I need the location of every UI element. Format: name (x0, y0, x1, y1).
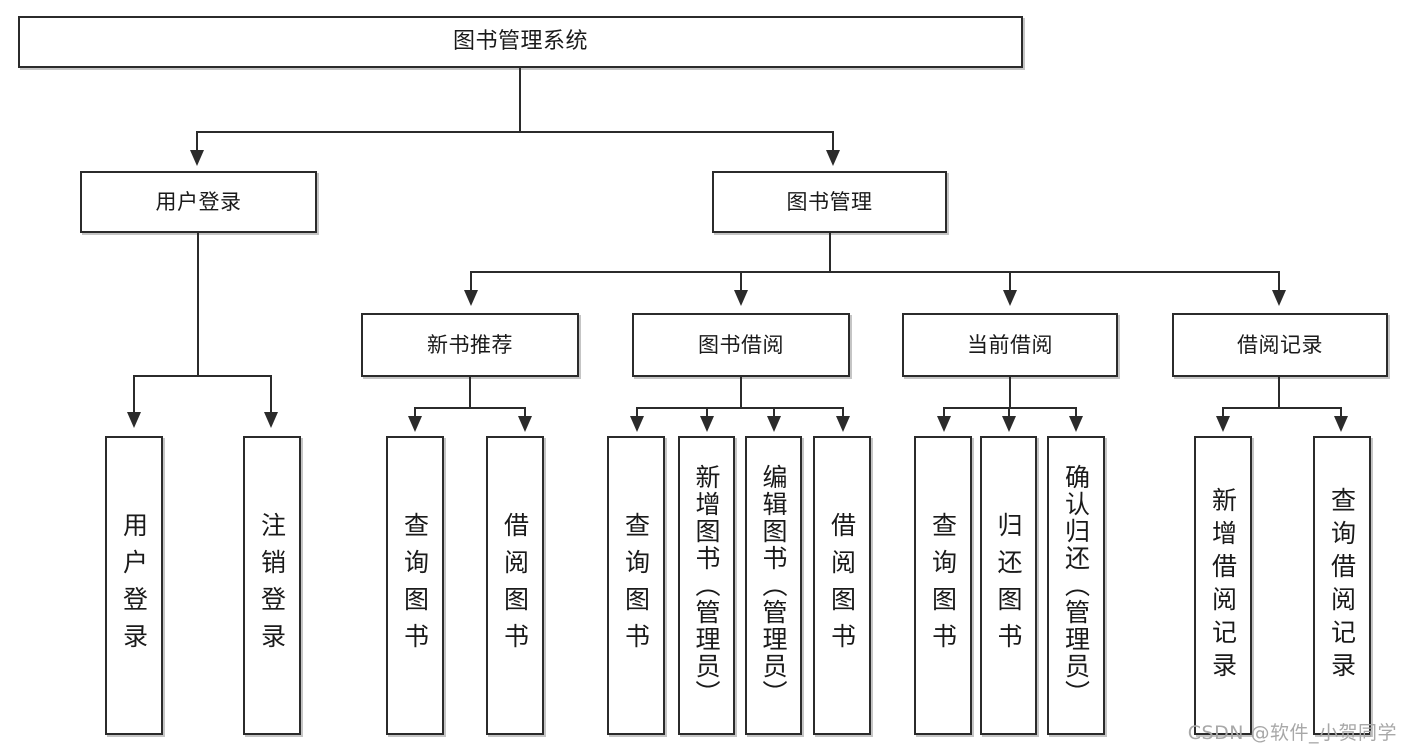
arrowhead-leaf-edit-book (767, 416, 781, 432)
leaf-return-book-label: 归还图书 (994, 511, 1023, 660)
leaf-edit-book-label: 编辑图书（管理员） (759, 464, 788, 707)
connector-book-borrow-stub-3 (773, 407, 775, 419)
node-book-borrow[interactable]: 图书借阅 (632, 313, 850, 377)
connector-user-login-stem (197, 233, 199, 376)
leaf-logout-login[interactable]: 注销登录 (243, 436, 301, 735)
connector-book-borrow-stem (740, 377, 742, 409)
leaf-query-book-1[interactable]: 查询图书 (386, 436, 444, 735)
leaf-user-login-label: 用户登录 (119, 511, 149, 660)
connector-current-borrow-stem (1009, 377, 1011, 409)
leaf-confirm-return-label: 确认归还（管理员） (1061, 464, 1091, 707)
leaf-add-book[interactable]: 新增图书（管理员） (678, 436, 735, 735)
connector-borrow-record-stub-1 (1222, 407, 1224, 419)
leaf-borrow-book-1-label: 借阅图书 (500, 511, 530, 660)
connector-level3-stub-2 (740, 271, 742, 293)
node-current-borrow-label: 当前借阅 (967, 332, 1053, 357)
node-book-management-label: 图书管理 (786, 189, 873, 214)
leaf-borrow-book-2[interactable]: 借阅图书 (813, 436, 871, 735)
node-borrow-record[interactable]: 借阅记录 (1172, 313, 1388, 377)
arrowhead-leaf-borrow-book-1 (518, 416, 532, 432)
arrowhead-new-book-recommend (464, 290, 478, 306)
node-borrow-record-label: 借阅记录 (1237, 332, 1323, 357)
leaf-query-book-3[interactable]: 查询图书 (914, 436, 972, 735)
leaf-borrow-book-2-label: 借阅图书 (827, 511, 857, 660)
connector-current-borrow-stub-1 (943, 407, 945, 419)
node-user-login-label: 用户登录 (155, 189, 242, 214)
leaf-add-book-label: 新增图书（管理员） (692, 464, 721, 707)
arrowhead-leaf-confirm-return (1069, 416, 1083, 432)
connector-user-login-bus (133, 375, 272, 377)
node-new-book-recommend-label: 新书推荐 (427, 332, 513, 357)
node-root-system[interactable]: 图书管理系统 (18, 16, 1023, 68)
arrowhead-leaf-query-book-3 (937, 416, 951, 432)
connector-user-login-stub-right (270, 375, 272, 415)
connector-borrow-record-stub-2 (1340, 407, 1342, 419)
connector-level3-bus (470, 271, 1280, 273)
connector-root-stem (519, 68, 521, 132)
arrowhead-leaf-borrow-book-2 (836, 416, 850, 432)
connector-new-book-stub-2 (524, 407, 526, 419)
leaf-logout-login-label: 注销登录 (257, 511, 287, 660)
arrowhead-current-borrow (1003, 290, 1017, 306)
arrowhead-leaf-user-login (127, 412, 141, 428)
arrowhead-leaf-logout-login (264, 412, 278, 428)
connector-level3-stub-4 (1278, 271, 1280, 293)
connector-book-borrow-stub-2 (706, 407, 708, 419)
connector-book-borrow-stub-4 (842, 407, 844, 419)
connector-new-book-stub-1 (414, 407, 416, 419)
connector-current-borrow-stub-3 (1075, 407, 1077, 419)
leaf-confirm-return[interactable]: 确认归还（管理员） (1047, 436, 1105, 735)
arrowhead-leaf-add-book (700, 416, 714, 432)
node-root-system-label: 图书管理系统 (452, 29, 588, 55)
leaf-add-borrow-record-label: 新增借阅记录 (1208, 486, 1238, 685)
leaf-query-book-2[interactable]: 查询图书 (607, 436, 665, 735)
arrowhead-leaf-query-borrow-record (1334, 416, 1348, 432)
connector-book-management-stem (829, 233, 831, 273)
leaf-query-book-1-label: 查询图书 (400, 511, 430, 660)
connector-current-borrow-stub-2 (1008, 407, 1010, 419)
leaf-query-borrow-record-label: 查询借阅记录 (1327, 486, 1357, 685)
connector-borrow-record-bus (1222, 407, 1342, 409)
arrowhead-leaf-return-book (1002, 416, 1016, 432)
arrowhead-leaf-add-borrow-record (1216, 416, 1230, 432)
connector-new-book-stem (469, 377, 471, 409)
connector-level1-stub-left (196, 131, 198, 153)
node-book-borrow-label: 图书借阅 (698, 332, 784, 357)
node-user-login[interactable]: 用户登录 (80, 171, 317, 233)
node-book-management[interactable]: 图书管理 (712, 171, 947, 233)
arrowhead-borrow-record (1272, 290, 1286, 306)
leaf-borrow-book-1[interactable]: 借阅图书 (486, 436, 544, 735)
leaf-add-borrow-record[interactable]: 新增借阅记录 (1194, 436, 1252, 735)
arrowhead-book-management (826, 150, 840, 166)
connector-level3-stub-1 (470, 271, 472, 293)
arrowhead-leaf-query-book-1 (408, 416, 422, 432)
connector-new-book-bus (414, 407, 526, 409)
leaf-query-borrow-record[interactable]: 查询借阅记录 (1313, 436, 1371, 735)
node-current-borrow[interactable]: 当前借阅 (902, 313, 1118, 377)
connector-book-borrow-stub-1 (636, 407, 638, 419)
leaf-return-book[interactable]: 归还图书 (980, 436, 1037, 735)
connector-level3-stub-3 (1009, 271, 1011, 293)
connector-current-borrow-bus (943, 407, 1077, 409)
leaf-user-login[interactable]: 用户登录 (105, 436, 163, 735)
arrowhead-user-login (190, 150, 204, 166)
leaf-edit-book[interactable]: 编辑图书（管理员） (745, 436, 802, 735)
connector-level1-stub-right (832, 131, 834, 153)
connector-user-login-stub-left (133, 375, 135, 415)
connector-level1-bus (196, 131, 834, 133)
connector-book-borrow-bus (636, 407, 844, 409)
arrowhead-book-borrow (734, 290, 748, 306)
watermark-text: CSDN @软件_小贺同学 (1187, 722, 1397, 744)
leaf-query-book-2-label: 查询图书 (621, 511, 651, 660)
node-new-book-recommend[interactable]: 新书推荐 (361, 313, 579, 377)
leaf-query-book-3-label: 查询图书 (928, 511, 958, 660)
arrowhead-leaf-query-book-2 (630, 416, 644, 432)
connector-borrow-record-stem (1278, 377, 1280, 409)
